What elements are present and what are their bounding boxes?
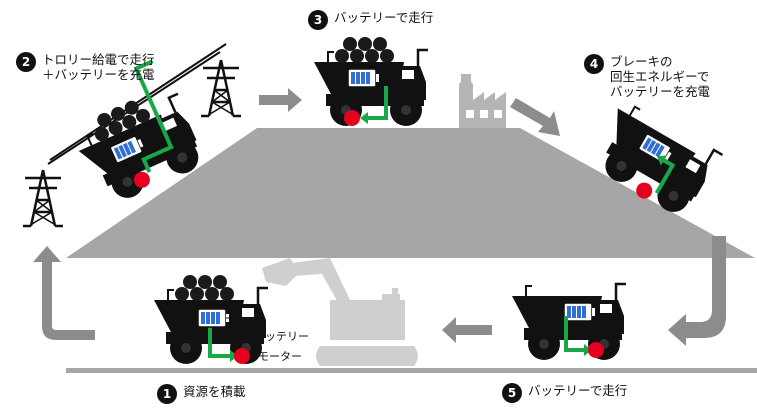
step-3-text: バッテリーで走行 xyxy=(334,10,434,25)
step-4-line-2: 回生エネルギーで xyxy=(610,69,710,84)
step-1-text: 資源を積載 xyxy=(183,384,246,399)
step-2-number: 2 xyxy=(16,52,36,72)
dump-truck-icon xyxy=(152,275,270,366)
pylon-icon xyxy=(199,58,243,118)
step-4-line-1: ブレーキの xyxy=(610,54,673,69)
pylon-icon xyxy=(21,168,65,228)
step-2-line-1: トロリー給電で走行 xyxy=(42,52,155,67)
battery-callout: バッテリー xyxy=(254,330,309,343)
motor-callout: モーター xyxy=(258,350,302,363)
step-5-label: 5 バッテリーで走行 xyxy=(502,383,627,403)
dump-truck-icon xyxy=(510,282,628,362)
cycle-arrows xyxy=(33,88,726,346)
step-3-label: 3 バッテリーで走行 xyxy=(308,10,433,30)
step-5-number: 5 xyxy=(502,383,522,403)
dump-truck-icon xyxy=(584,96,724,223)
dump-truck-icon xyxy=(72,59,211,211)
step-5-text: バッテリーで走行 xyxy=(528,383,628,398)
step-4-line-3: バッテリーを充電 xyxy=(610,84,711,99)
step-2-label: 2 トロリー給電で走行 ＋バッテリーを充電 xyxy=(16,52,155,82)
step-1-number: 1 xyxy=(157,384,177,404)
step-4-label: 4 ブレーキの 回生エネルギーで バッテリーを充電 xyxy=(584,54,710,99)
step-2-line-2: ＋バッテリーを充電 xyxy=(42,67,155,82)
step-4-number: 4 xyxy=(584,54,604,74)
dump-truck-icon xyxy=(312,37,430,128)
excavator-icon xyxy=(262,258,418,366)
step-3-number: 3 xyxy=(308,10,328,30)
ground-line xyxy=(66,368,757,373)
factory-icon xyxy=(459,74,506,128)
haul-road-hill xyxy=(66,128,755,258)
step-1-label: 1 資源を積載 xyxy=(157,384,246,404)
